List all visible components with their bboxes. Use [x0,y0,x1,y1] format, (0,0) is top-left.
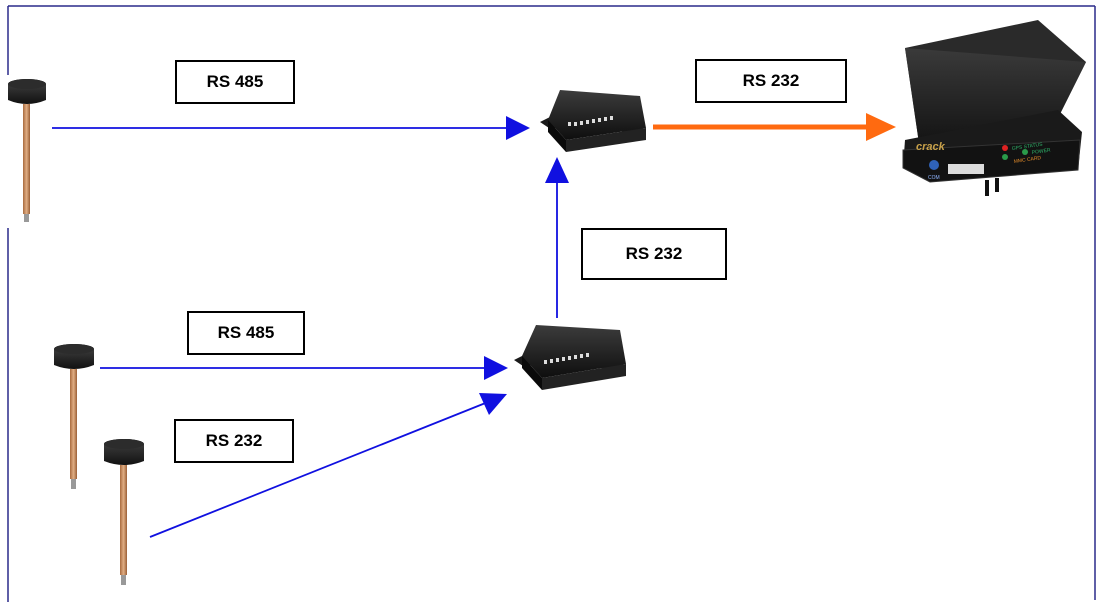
logger-brand-label: crack [916,141,945,153]
label-hub-to-logger-link: RS 232 [695,59,847,103]
label-sensor3-link: RS 232 [174,419,294,463]
hub-b-icon [514,325,626,390]
sensor-1-icon [8,79,46,222]
page-border [7,5,1096,602]
arrowhead-hubA-logger [866,113,896,141]
label-sensor2-link: RS 485 [187,311,305,355]
label-hub-to-hub-link: RS 232 [581,228,727,280]
arrowhead-hubB-hubA [545,157,569,183]
sensor-3-icon [104,439,144,585]
data-logger-icon [902,20,1086,196]
link-sensor3-hubB [149,401,489,538]
label-sensor1-link: RS 485 [175,60,295,104]
arrowhead-sensor1-hubA [506,116,530,140]
arrowhead-sensor2-hubB [484,356,508,380]
hub-a-icon [540,90,646,152]
sensor-2-icon [54,344,94,489]
arrowhead-sensor3-hubB [479,393,507,415]
